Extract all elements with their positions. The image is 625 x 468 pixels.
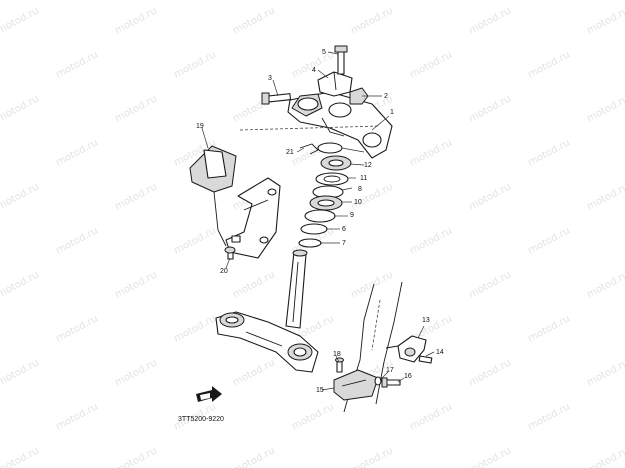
bolt-5 <box>334 45 348 75</box>
leader-lines <box>201 51 435 391</box>
callout-11: 11 <box>360 175 367 182</box>
watermark-text: motod.ru <box>408 225 454 256</box>
watermark-text: motod.ru <box>585 181 625 212</box>
callout-13: 13 <box>422 317 430 324</box>
callout-19: 19 <box>196 123 204 130</box>
cable-guide <box>385 335 427 363</box>
watermark-text: motod.ru <box>585 93 625 124</box>
washer-17 <box>374 376 382 386</box>
watermark-text: motod.ru <box>467 269 513 300</box>
callout-labels: 1 2 3 4 5 6 7 8 9 10 11 12 13 14 15 16 1… <box>196 49 444 394</box>
watermark-text: motod.ru <box>54 225 100 256</box>
screw-20 <box>224 246 236 260</box>
nut-2 <box>349 87 369 105</box>
watermark-text: motod.ru <box>172 225 218 256</box>
watermark-text: motod.ru <box>467 181 513 212</box>
handlebar-holder <box>317 71 353 97</box>
watermark-text: motod.ru <box>349 181 395 212</box>
watermark-text: motod.ru <box>408 401 454 432</box>
watermark-text: motod.ru <box>585 5 625 36</box>
under-bracket <box>215 311 319 373</box>
watermark-text: motod.ru <box>113 181 159 212</box>
steering-stem <box>285 249 308 329</box>
callout-20: 20 <box>220 268 228 275</box>
screw-18 <box>335 357 344 373</box>
watermark-text: motod.ru <box>349 269 395 300</box>
watermark-text: motod.ru <box>408 137 454 168</box>
watermark-text: motod.ru <box>113 5 159 36</box>
callout-18: 18 <box>333 351 341 358</box>
callout-21: 21 <box>286 149 294 156</box>
watermark-text: motod.ru <box>113 445 159 468</box>
watermark-text: motod.ru <box>0 181 41 212</box>
callout-16: 16 <box>404 373 412 380</box>
watermark-text: motod.ru <box>585 357 625 388</box>
watermark-text: motod.ru <box>526 137 572 168</box>
lower-guide <box>333 369 379 401</box>
front-arrow-icon <box>196 386 222 402</box>
callout-5: 5 <box>322 49 326 56</box>
watermark-text: motod.ru <box>467 5 513 36</box>
watermark-text: motod.ru <box>526 225 572 256</box>
meter-bracket <box>189 125 381 259</box>
watermark-text: motod.ru <box>290 401 336 432</box>
bolt-16 <box>381 377 401 388</box>
watermark-text: motod.ru <box>526 49 572 80</box>
watermark-text: motod.ru <box>231 445 277 468</box>
watermark-text: motod.ru <box>0 269 41 300</box>
bolt-14 <box>418 355 433 364</box>
watermark-text: motod.ru <box>172 313 218 344</box>
watermark-text: motod.ru <box>349 5 395 36</box>
clip-21 <box>299 143 319 155</box>
watermark-text: motod.ru <box>467 445 513 468</box>
watermark-text: motod.ru <box>54 137 100 168</box>
watermark-text: motod.ru <box>467 93 513 124</box>
watermark-text: motod.ru <box>526 313 572 344</box>
watermark-text: motod.ru <box>231 269 277 300</box>
bearing-stack <box>298 142 352 248</box>
callout-14: 14 <box>436 349 444 356</box>
watermark-text: motod.ru <box>172 49 218 80</box>
upper-bracket <box>287 91 393 159</box>
watermark-text: motod.ru <box>408 49 454 80</box>
watermark-text: motod.ru <box>0 357 41 388</box>
watermark-text: motod.ru <box>113 357 159 388</box>
callout-17: 17 <box>386 367 394 374</box>
callout-15: 15 <box>316 387 324 394</box>
watermark-text: motod.ru <box>526 401 572 432</box>
callout-12: 12 <box>364 162 372 169</box>
document-code: 3TT5200-9220 <box>178 416 224 423</box>
watermark-text: motod.ru <box>0 445 41 468</box>
callout-2: 2 <box>384 93 388 100</box>
watermark-text: motod.ru <box>0 93 41 124</box>
watermark-text: motod.ru <box>585 269 625 300</box>
watermark-text: motod.ru <box>54 401 100 432</box>
callout-9: 9 <box>350 212 354 219</box>
watermark-text: motod.ru <box>467 357 513 388</box>
watermark-text: motod.ru <box>231 5 277 36</box>
bolt-3 <box>261 92 292 105</box>
callout-10: 10 <box>354 199 362 206</box>
callout-4: 4 <box>312 67 316 74</box>
watermark-text: motod.ru <box>585 445 625 468</box>
watermark-text: motod.ru <box>113 93 159 124</box>
callout-7: 7 <box>342 240 346 247</box>
callout-1: 1 <box>390 109 394 116</box>
watermark-text: motod.ru <box>54 49 100 80</box>
callout-3: 3 <box>268 75 272 82</box>
watermark-text: motod.ru <box>349 445 395 468</box>
watermark-text: motod.ru <box>231 357 277 388</box>
watermark-text: motod.ru <box>0 5 41 36</box>
watermark-text: motod.ru <box>113 269 159 300</box>
watermark-text: motod.ru <box>54 313 100 344</box>
callout-8: 8 <box>358 186 362 193</box>
callout-6: 6 <box>342 226 346 233</box>
